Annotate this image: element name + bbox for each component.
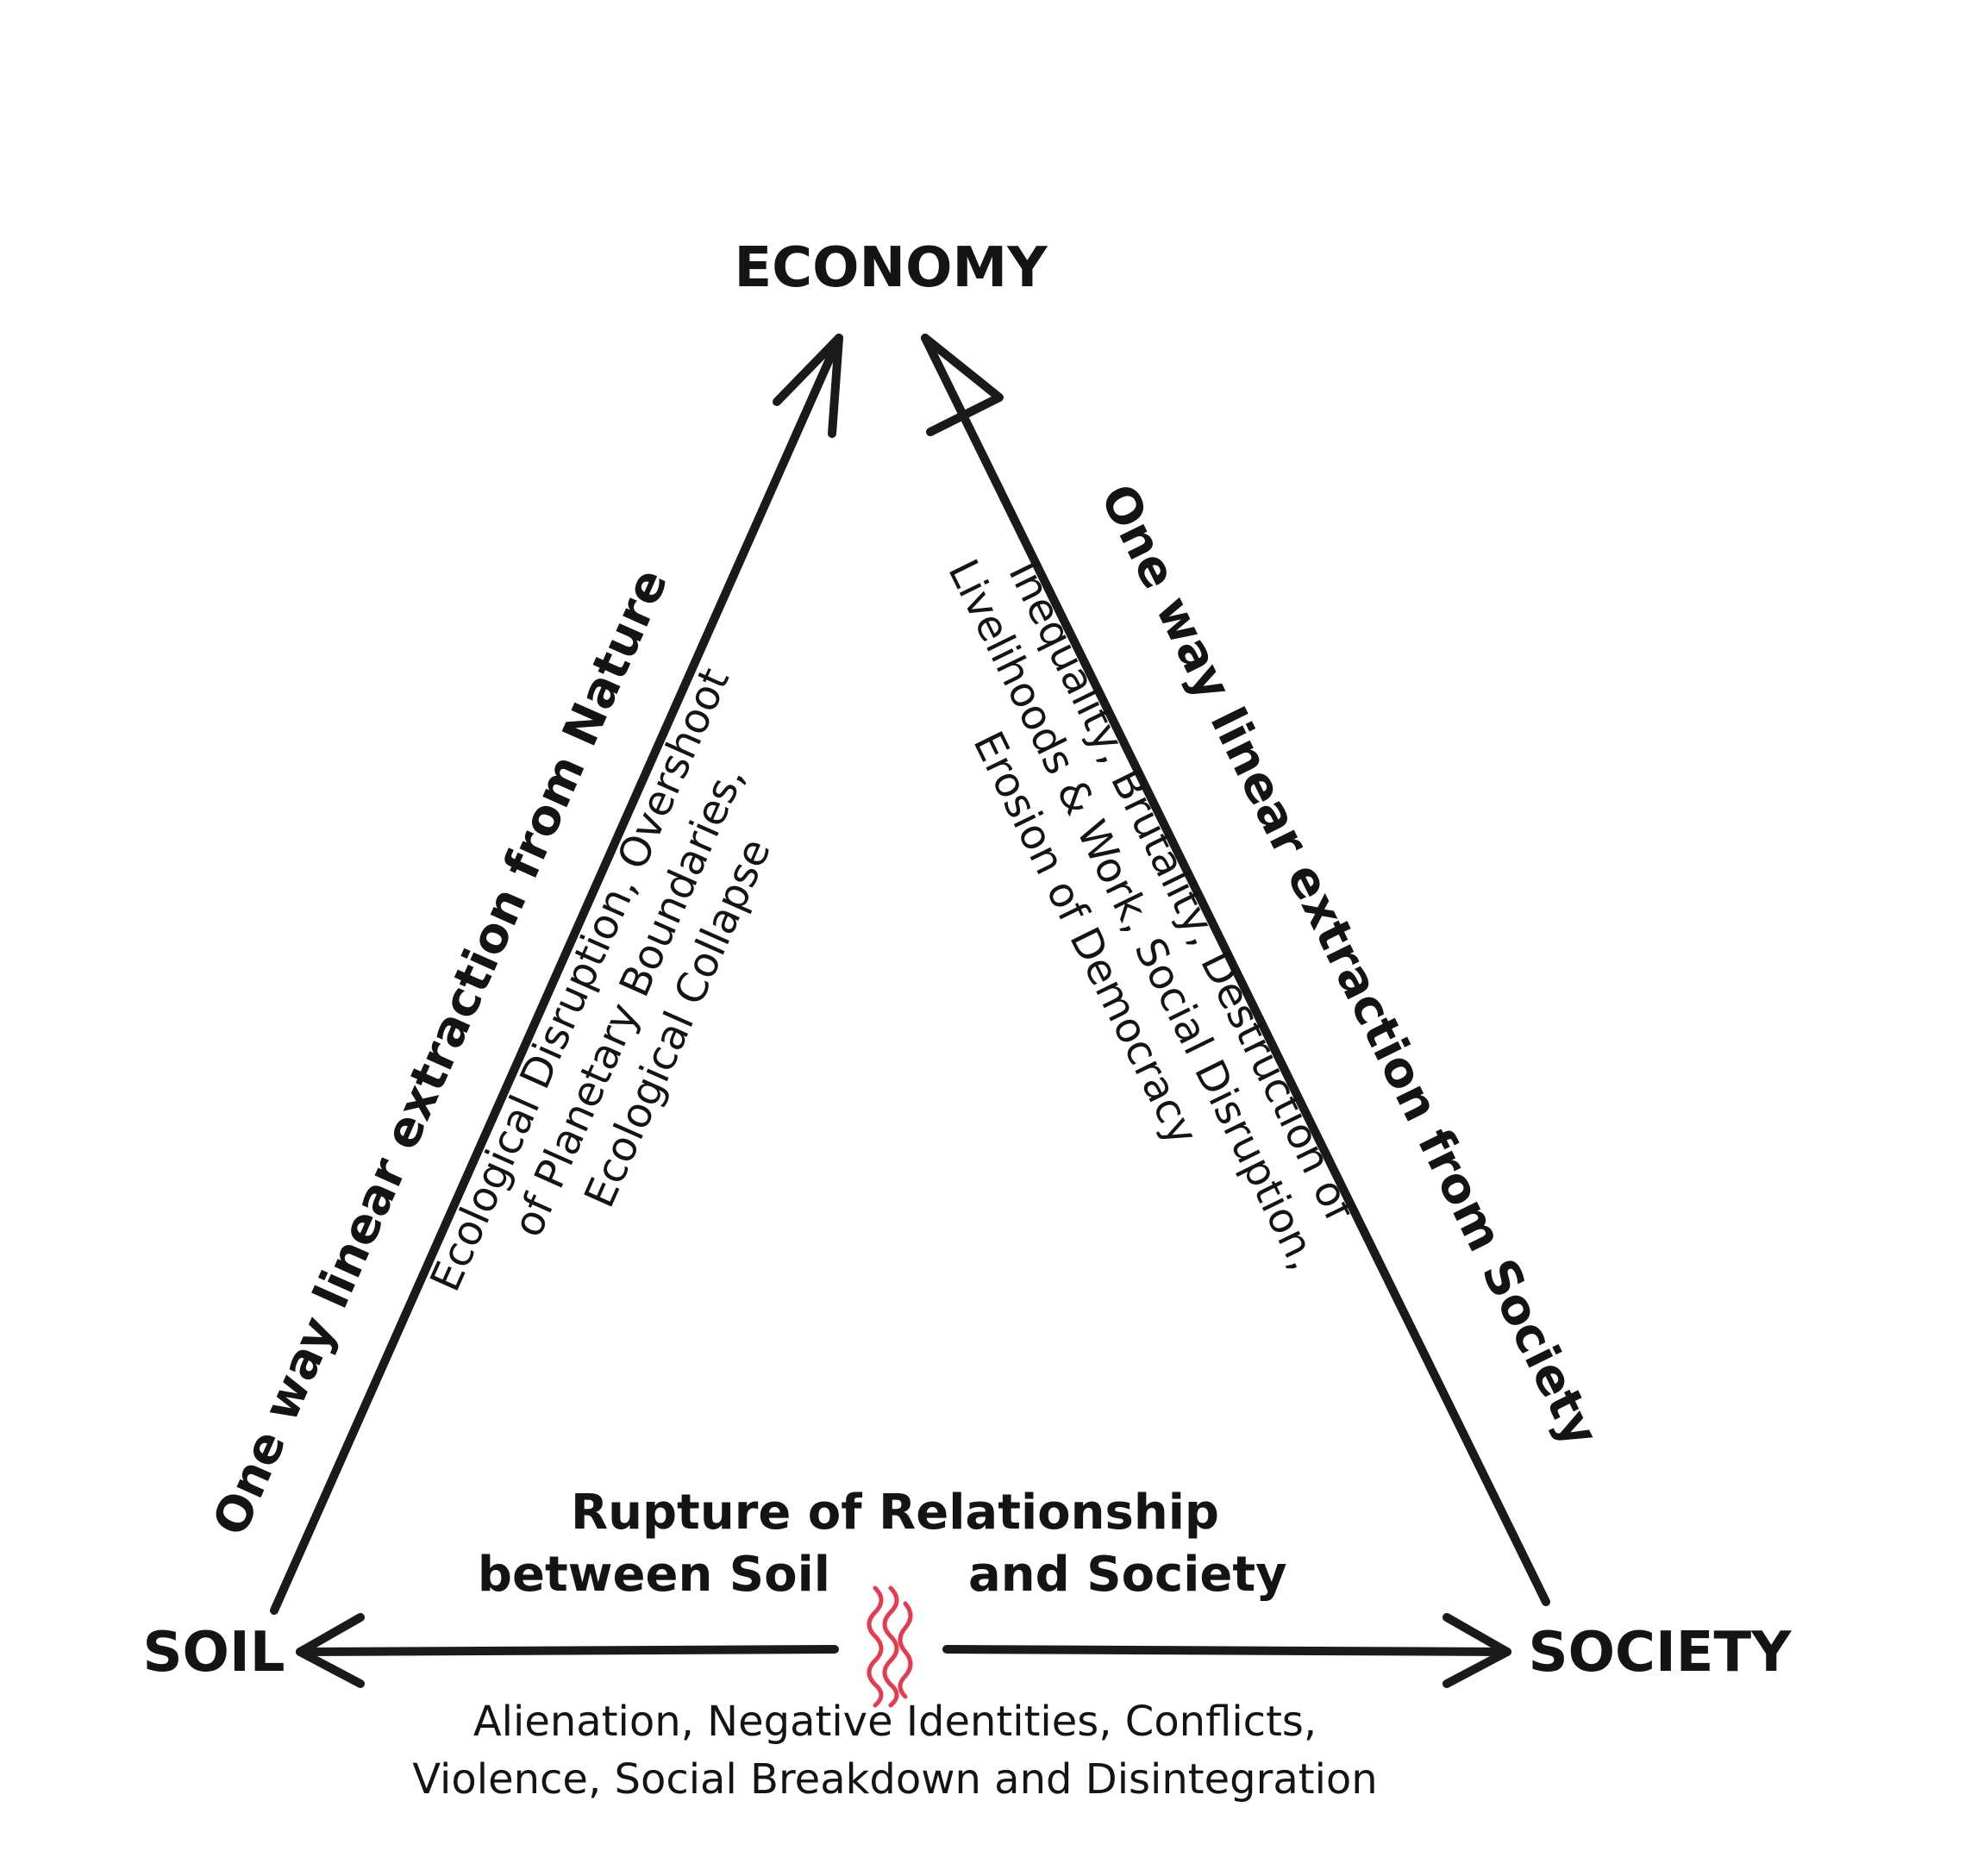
- left-extraction-arrow: [270, 334, 843, 1615]
- rupture-title-line-1: Rupture of Relationship: [571, 1485, 1219, 1541]
- bottom-rupture-arrow: [296, 1613, 1511, 1688]
- node-society: SOCIETY: [1529, 1621, 1793, 1685]
- bottom-impact-line-1: Alienation, Negative Identities, Conflic…: [473, 1698, 1317, 1746]
- bottom-impact-line-2: Violence, Social Breakdown and Disintegr…: [412, 1755, 1377, 1804]
- node-economy: ECONOMY: [734, 236, 1048, 300]
- rupture-squiggle-icon: [867, 1585, 913, 1708]
- node-soil: SOIL: [142, 1621, 285, 1685]
- right-impact-line-2: Livelihoods & Work, Social Disruption,: [938, 552, 1328, 1277]
- rupture-title-line-2-left: between Soil: [478, 1547, 830, 1603]
- right-extraction-arrow: [921, 334, 1550, 1606]
- rupture-title-line-2-right: and Society: [968, 1547, 1287, 1603]
